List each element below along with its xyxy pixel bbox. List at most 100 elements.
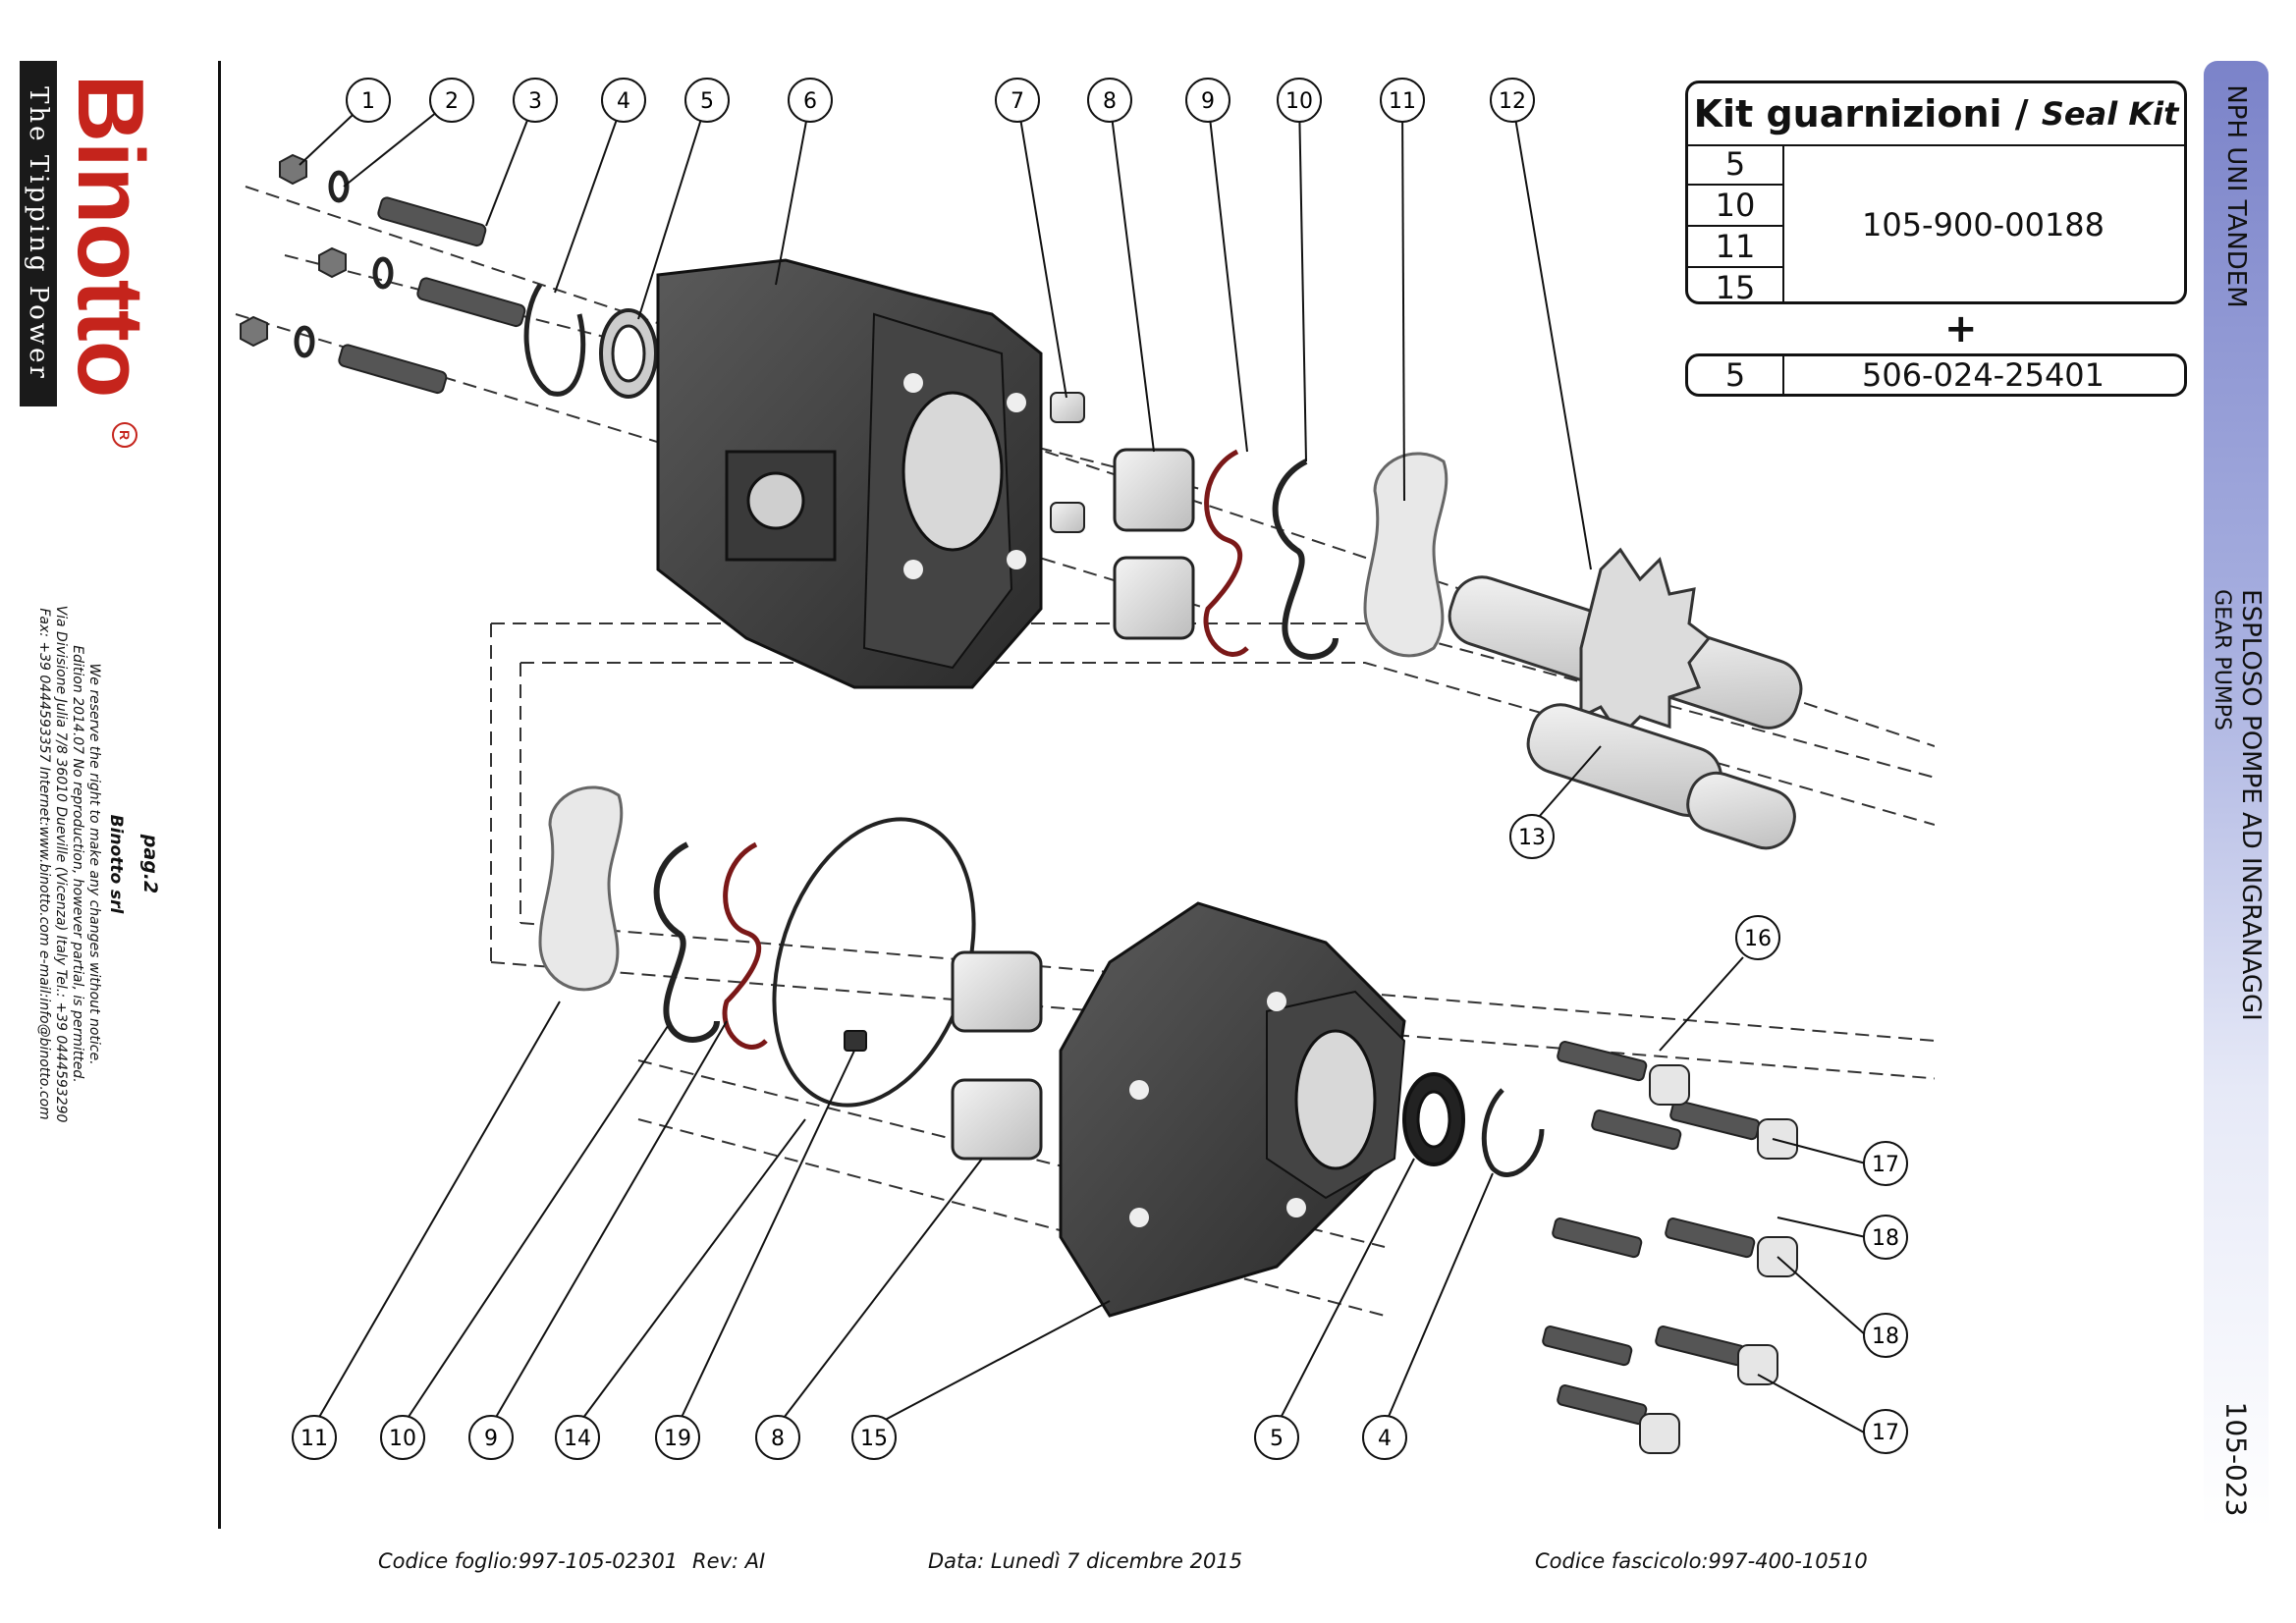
callout-14: 14	[555, 1415, 600, 1460]
plus-sign: +	[1944, 306, 1978, 352]
callout-label: 10	[389, 1427, 416, 1451]
nut	[240, 315, 268, 348]
callout-label: 17	[1872, 1153, 1899, 1177]
callout-label: 19	[664, 1427, 691, 1451]
callout-3: 3	[513, 78, 558, 123]
callout-label: 13	[1518, 826, 1546, 850]
callout-17: 17	[1863, 1141, 1908, 1186]
callout-11b: 11	[292, 1415, 337, 1460]
bushing	[1113, 556, 1195, 640]
side-band	[2204, 61, 2269, 1529]
callout-18: 18	[1863, 1215, 1908, 1260]
callout-4: 4	[601, 78, 646, 123]
callout-label: 2	[445, 89, 459, 114]
callout-label: 14	[564, 1427, 591, 1451]
rear-cover	[1059, 901, 1406, 1318]
sheet-code: Codice foglio:997-105-02301	[378, 1549, 679, 1573]
stud	[416, 277, 526, 328]
registered-mark-icon: R	[112, 422, 137, 448]
screws	[1542, 1041, 1798, 1454]
callout-label: 4	[1378, 1427, 1392, 1451]
callout-label: 10	[1285, 89, 1313, 114]
callout-label: 12	[1499, 89, 1526, 114]
callout-label: 18	[1872, 1325, 1899, 1349]
callout-label: 4	[617, 89, 630, 114]
brand-tagline: The Tipping Power	[24, 86, 53, 381]
callout-label: 11	[301, 1427, 328, 1451]
callout-16: 16	[1735, 915, 1780, 960]
pressure-plate	[1363, 452, 1449, 658]
callout-label: 5	[1270, 1427, 1284, 1451]
info-line: Fax: +39 0444593357 Internet:www.binotto…	[36, 608, 52, 1120]
callouts-bottom: 11 10 9 14 19 8 15 5 4	[292, 1415, 1407, 1460]
seal-kit-title-en: Seal Kit	[2041, 95, 2179, 133]
extra-kit-item: 5	[1688, 356, 1784, 394]
revision: Rev: AI	[692, 1549, 766, 1573]
dowel	[1050, 392, 1085, 423]
callout-5: 5	[684, 78, 730, 123]
exploded-view-drawing: 1 2 3 4 5 6 7 8 9 10 11 12 13 11 10 9 14…	[235, 78, 1935, 1460]
plug	[844, 1030, 867, 1052]
seal-kit-title: Kit guarnizioni / Seal Kit	[1688, 83, 2184, 146]
bushing-seal	[722, 841, 768, 1050]
callouts-top: 1 2 3 4 5 6 7 8 9 10 11 12 13	[346, 78, 1555, 859]
callout-5b: 5	[1254, 1415, 1299, 1460]
callout-label: 9	[484, 1427, 498, 1451]
snap-ring	[523, 283, 586, 397]
document-code: 105-023	[2219, 1401, 2253, 1517]
callout-label: 9	[1201, 89, 1215, 114]
seal-kit-item: 5	[1688, 144, 1782, 186]
callout-label: 16	[1744, 927, 1772, 951]
seal-kit-code: 105-900-00188	[1861, 205, 2105, 243]
front-cover	[656, 258, 1043, 689]
washer	[372, 256, 394, 290]
nut	[279, 153, 307, 186]
callout-7: 7	[995, 78, 1040, 123]
document-title: ESPLOSO POMPE AD INGRANAGGI GEAR PUMPS	[2207, 589, 2266, 1021]
driven-gear	[1526, 703, 1796, 850]
backup-ring	[1272, 459, 1339, 660]
callout-label: 17	[1872, 1421, 1899, 1445]
callout-10b: 10	[380, 1415, 425, 1460]
callout-9b: 9	[468, 1415, 514, 1460]
callout-9: 9	[1185, 78, 1230, 123]
bushing	[951, 950, 1043, 1033]
series-label: NPH UNI TANDEM	[2221, 84, 2251, 308]
callout-12: 12	[1490, 78, 1535, 123]
info-line: Via Divisione Julia 7/8 36010 Dueville (…	[53, 605, 69, 1123]
file-code: Codice fascicolo:997-400-10510	[1535, 1549, 1868, 1573]
callout-label: 15	[860, 1427, 888, 1451]
nut	[318, 246, 347, 279]
bushing-seal	[1203, 449, 1249, 657]
callout-label: 3	[528, 89, 542, 114]
callout-label: 8	[771, 1427, 785, 1451]
backup-ring	[653, 841, 720, 1043]
seal-kit-item: 15	[1715, 269, 1756, 306]
callout-8b: 8	[755, 1415, 800, 1460]
pressure-plate	[538, 785, 624, 992]
seal-kit-item: 10	[1688, 186, 1782, 227]
callout-13: 13	[1509, 814, 1555, 859]
callout-19: 19	[655, 1415, 700, 1460]
callout-label: 1	[361, 89, 375, 114]
seal-kit-item: 11	[1688, 227, 1782, 268]
callout-label: 11	[1389, 89, 1416, 114]
callout-10: 10	[1277, 78, 1322, 123]
callout-label: 5	[700, 89, 714, 114]
washer	[294, 325, 315, 358]
seal-kit-items: 5 10 11 15	[1688, 144, 1784, 306]
nuts-and-studs	[240, 153, 526, 395]
callout-label: 8	[1103, 89, 1117, 114]
callout-15: 15	[851, 1415, 897, 1460]
company-name: Binotto srl	[106, 814, 126, 914]
brand-tagline-strip: The Tipping Power	[20, 61, 57, 406]
page-number: pag.2	[139, 834, 161, 894]
callout-11: 11	[1380, 78, 1425, 123]
extra-kit-row: 5 506-024-25401	[1685, 353, 2187, 397]
callout-6: 6	[788, 78, 833, 123]
info-line: Edition 2014.07 No reproduction, however…	[70, 645, 85, 1083]
callout-label: 7	[1011, 89, 1024, 114]
callout-1: 1	[346, 78, 391, 123]
stud	[338, 344, 448, 395]
seal-kit-table: Kit guarnizioni / Seal Kit 5 10 11 15 10…	[1685, 81, 2187, 306]
